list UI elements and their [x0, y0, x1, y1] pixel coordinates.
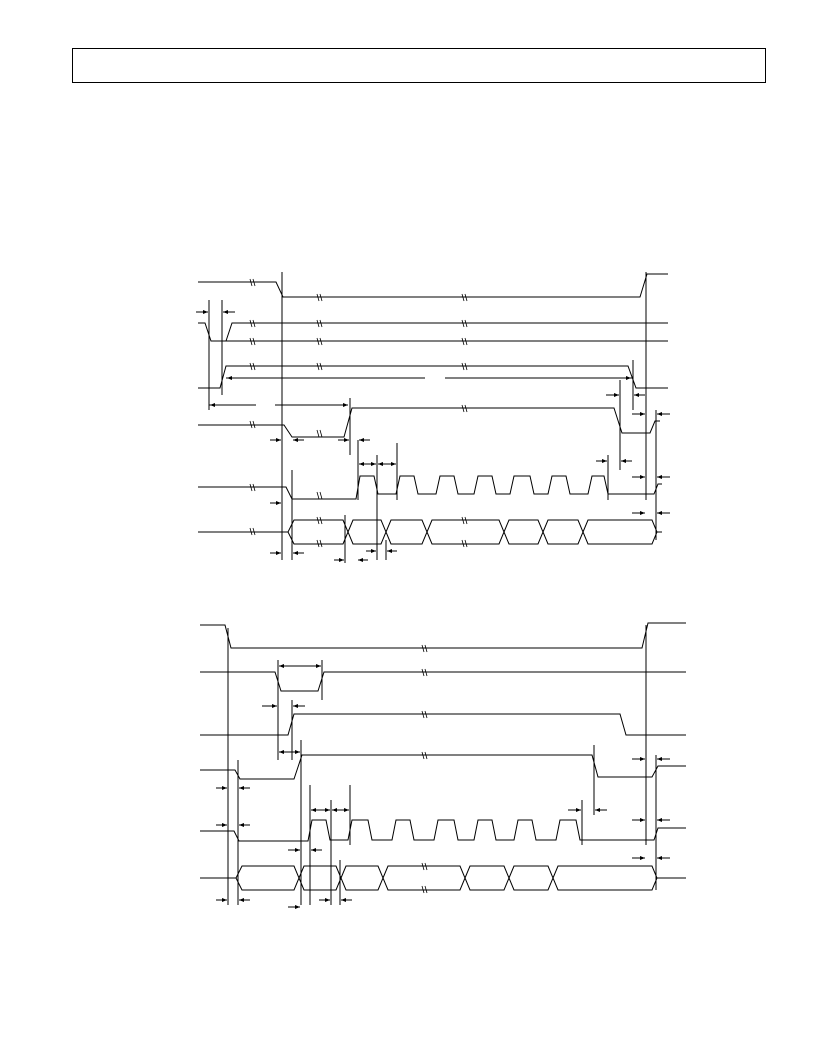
top-signal-4-waveform: [198, 407, 660, 438]
top-signal-2-waveform: [198, 322, 668, 342]
top-break-marks: [249, 278, 468, 548]
bottom-signal-1-waveform: [200, 622, 686, 649]
top-signal-3-waveform: [198, 365, 668, 389]
top-dimension-lines: [209, 377, 632, 406]
bottom-signal-5-clock-waveform: [200, 819, 686, 842]
bottom-break-marks: [421, 644, 428, 894]
bottom-reference-lines: [227, 625, 657, 905]
top-signal-6-data-bus: [198, 519, 658, 545]
page-header-box: [72, 48, 766, 83]
bottom-signal-4-waveform: [200, 754, 686, 780]
bottom-signal-2-waveform: [200, 671, 686, 692]
bottom-timing-arrows: [216, 664, 670, 909]
top-signal-5-clock-waveform: [198, 475, 662, 500]
top-reference-lines: [208, 272, 657, 563]
bottom-signal-3-waveform: [200, 713, 686, 736]
figure-bottom-timing-diagram: [200, 622, 686, 909]
bottom-signal-6-data-bus: [200, 865, 658, 891]
top-timing-arrows: [196, 310, 670, 562]
top-signal-1-waveform: [198, 273, 668, 298]
figure-top-timing-diagram: [196, 272, 670, 563]
